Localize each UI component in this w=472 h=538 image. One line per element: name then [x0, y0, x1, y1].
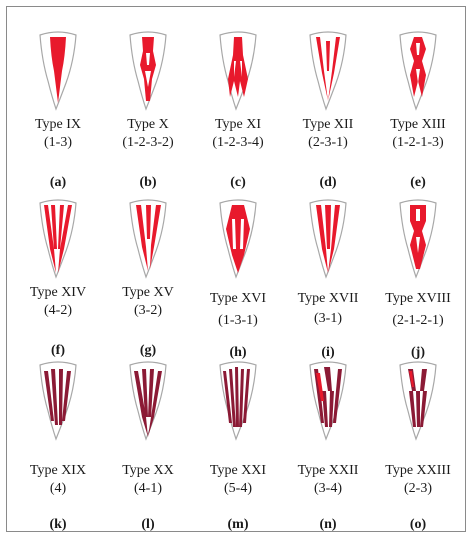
root-canal-drawing-type-xii — [302, 31, 354, 111]
root-canal-drawing-type-xv — [122, 199, 174, 279]
type-name: Type XVIII — [371, 291, 465, 307]
panel-o: Type XXIII (2-3) (o) — [371, 361, 465, 531]
panel-m: Type XXI (5-4) (m) — [191, 361, 285, 531]
root-canal-drawing-type-ix — [32, 31, 84, 111]
configuration-code: (4) — [11, 481, 105, 497]
panel-b: Type X (1-2-3-2) (b) — [101, 31, 195, 201]
type-name: Type XVI — [191, 291, 285, 307]
type-name: Type XXIII — [371, 463, 465, 479]
root-canal-drawing-type-xx — [122, 361, 174, 441]
panel-label: (f) — [11, 343, 105, 359]
panel-label: (d) — [281, 175, 375, 191]
configuration-code: (1-2-3-2) — [101, 135, 195, 151]
panel-c: Type XI (1-2-3-4) (c) — [191, 31, 285, 201]
type-name: Type X — [101, 117, 195, 133]
panel-g: Type XV (3-2) (g) — [101, 199, 195, 369]
panel-j: Type XVIII (2-1-2-1) (j) — [371, 199, 465, 369]
panel-n: Type XXII (3-4) (n) — [281, 361, 375, 531]
panel-k: Type XIX (4) (k) — [11, 361, 105, 531]
root-canal-drawing-type-xxiii — [392, 361, 444, 441]
type-name: Type XI — [191, 117, 285, 133]
configuration-code: (3-2) — [101, 303, 195, 319]
panel-i: Type XVII (3-1) (i) — [281, 199, 375, 369]
type-name: Type XII — [281, 117, 375, 133]
panel-label: (n) — [281, 517, 375, 533]
type-name: Type XX — [101, 463, 195, 479]
configuration-code: (1-3-1) — [191, 313, 285, 329]
panel-label: (i) — [281, 345, 375, 361]
configuration-code: (2-1-2-1) — [371, 313, 465, 329]
panel-a: Type IX (1-3) (a) — [11, 31, 105, 201]
panel-label: (g) — [101, 343, 195, 359]
configuration-code: (5-4) — [191, 481, 285, 497]
panel-label: (o) — [371, 517, 465, 533]
figure-frame: Type IX (1-3) (a) Type X (1-2-3-2) (b) T… — [6, 6, 466, 532]
panel-label: (e) — [371, 175, 465, 191]
root-canal-drawing-type-xvii — [302, 199, 354, 279]
configuration-code: (1-3) — [11, 135, 105, 151]
root-canal-drawing-type-xiv — [32, 199, 84, 279]
type-name: Type XVII — [281, 291, 375, 307]
type-name: Type XXI — [191, 463, 285, 479]
root-canal-drawing-type-xvi — [212, 199, 264, 279]
root-canal-drawing-type-xxi — [212, 361, 264, 441]
panel-label: (b) — [101, 175, 195, 191]
type-name: Type XIX — [11, 463, 105, 479]
panel-e: Type XIII (1-2-1-3) (e) — [371, 31, 465, 201]
type-name: Type XXII — [281, 463, 375, 479]
root-canal-drawing-type-xviii — [392, 199, 444, 279]
root-canal-drawing-type-xi — [212, 31, 264, 111]
type-name: Type IX — [11, 117, 105, 133]
panel-label: (m) — [191, 517, 285, 533]
type-name: Type XV — [101, 285, 195, 301]
configuration-code: (1-2-3-4) — [191, 135, 285, 151]
root-canal-drawing-type-xix — [32, 361, 84, 441]
configuration-code: (2-3) — [371, 481, 465, 497]
configuration-code: (4-1) — [101, 481, 195, 497]
root-canal-drawing-type-xxii — [302, 361, 354, 441]
panel-f: Type XIV (4-2) (f) — [11, 199, 105, 369]
configuration-code: (1-2-1-3) — [371, 135, 465, 151]
configuration-code: (2-3-1) — [281, 135, 375, 151]
configuration-code: (3-1) — [281, 311, 375, 327]
panel-label: (c) — [191, 175, 285, 191]
panel-label: (k) — [11, 517, 105, 533]
panel-label: (j) — [371, 345, 465, 361]
panel-label: (l) — [101, 517, 195, 533]
configuration-code: (3-4) — [281, 481, 375, 497]
root-canal-drawing-type-xiii — [392, 31, 444, 111]
panel-d: Type XII (2-3-1) (d) — [281, 31, 375, 201]
panel-h: Type XVI (1-3-1) (h) — [191, 199, 285, 369]
panel-label: (h) — [191, 345, 285, 361]
type-name: Type XIV — [11, 285, 105, 301]
panel-label: (a) — [11, 175, 105, 191]
configuration-code: (4-2) — [11, 303, 105, 319]
type-name: Type XIII — [371, 117, 465, 133]
panel-l: Type XX (4-1) (l) — [101, 361, 195, 531]
root-canal-drawing-type-x — [122, 31, 174, 111]
